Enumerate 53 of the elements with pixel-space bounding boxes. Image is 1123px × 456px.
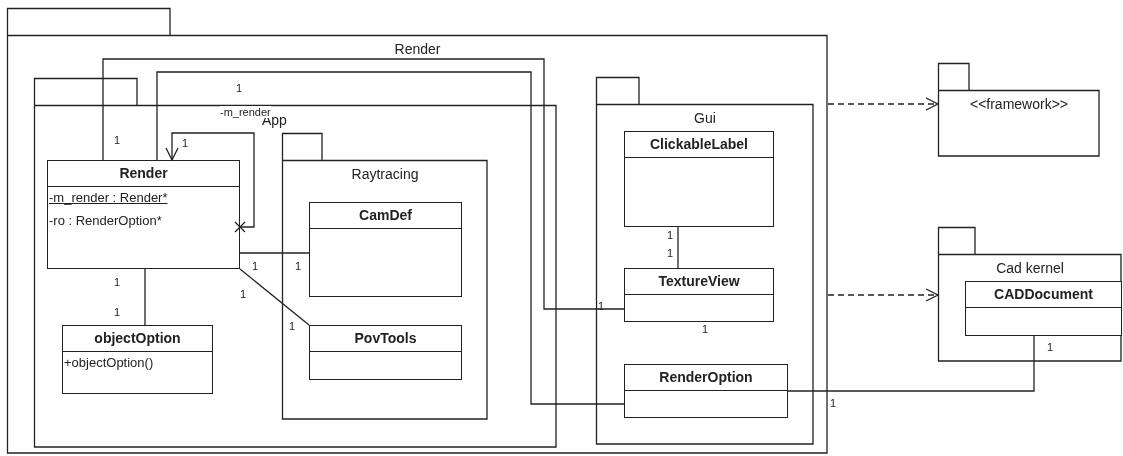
multiplicity: 1 [182,137,189,149]
package-frame [938,227,1122,362]
dependency-arrow [827,97,939,111]
package-name: Render [393,41,442,57]
package-name: Cad kernel [995,260,1065,276]
class-box [624,268,774,322]
multiplicity: 1 [667,247,674,259]
package-name: <<framework>> [968,96,1070,112]
class-box [965,281,1122,336]
multiplicity: 1 [289,320,296,332]
class-name: CamDef [310,203,461,229]
class-name: PovTools [310,326,461,352]
association-line [102,58,625,310]
class-box [309,325,462,380]
class-box [624,364,788,418]
dependency-arrow [827,288,939,302]
association-line [239,268,310,326]
package-frame [596,77,814,445]
class-name: Render [48,161,239,187]
class-box [62,325,213,394]
association-line [239,252,310,254]
class-name: CADDocument [966,282,1121,308]
class-member: +objectOption() [63,355,155,371]
class-name: objectOption [63,326,212,352]
association-line [677,226,679,269]
multiplicity: 1 [702,323,709,335]
multiplicity: 1 [295,260,302,272]
multiplicity: 1 [830,397,837,409]
association-line [787,335,1035,392]
class-box [624,131,774,227]
class-member: -ro : RenderOption* [48,213,163,229]
multiplicity: 1 [114,134,121,146]
class-name: RenderOption [625,365,787,391]
package-frame [7,8,828,454]
class-name: TextureView [625,269,773,295]
multiplicity: 1 [667,229,674,241]
multiplicity: 1 [236,82,243,94]
role-name: -m_render [220,106,271,118]
package-frame [282,133,488,420]
class-name: ClickableLabel [625,132,773,158]
association-line [156,71,625,405]
multiplicity: 1 [598,300,605,312]
association-line [144,268,146,326]
package-frame [34,78,557,448]
package-name: Raytracing [350,166,420,182]
multiplicity: 1 [252,260,259,272]
class-member: -m_render : Render* [48,190,169,206]
class-box [47,160,240,269]
package-frame [938,63,1100,157]
multiplicity: 1 [240,288,247,300]
class-box [309,202,462,297]
association-arrow [165,132,255,233]
package-name: Gui [693,110,717,126]
